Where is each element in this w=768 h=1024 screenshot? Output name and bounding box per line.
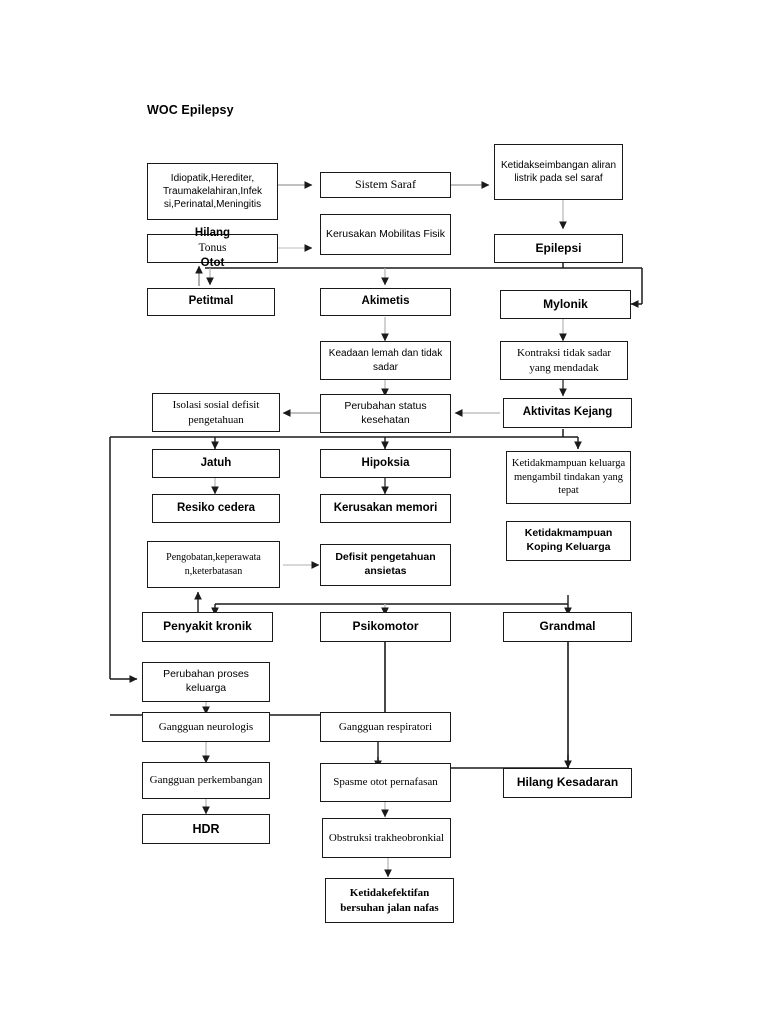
node-kerusakan-memori[interactable]: Kerusakan memori	[320, 494, 451, 523]
node-mylonik[interactable]: Mylonik	[500, 290, 631, 319]
node-defisit-pengetahuan[interactable]: Defisit pengetahuan ansietas	[320, 544, 451, 586]
node-kerusakan-mobilitas[interactable]: Kerusakan Mobilitas Fisik	[320, 214, 451, 255]
node-kontraksi[interactable]: Kontraksi tidak sadar yang mendadak	[500, 341, 628, 380]
node-psikomotor[interactable]: Psikomotor	[320, 612, 451, 642]
node-akimetis[interactable]: Akimetis	[320, 288, 451, 316]
node-sistem-saraf[interactable]: Sistem Saraf	[320, 172, 451, 198]
node-gangguan-neurologis[interactable]: Gangguan neurologis	[142, 712, 270, 742]
node-keadaan-lemah[interactable]: Keadaan lemah dan tidak sadar	[320, 341, 451, 380]
node-perubahan-proses[interactable]: Perubahan proses keluarga	[142, 662, 270, 702]
node-jatuh[interactable]: Jatuh	[152, 449, 280, 478]
node-perubahan-status[interactable]: Perubahan status kesehatan	[320, 394, 451, 433]
node-spasme-otot[interactable]: Spasme otot pernafasan	[320, 763, 451, 802]
node-isolasi-sosial[interactable]: Isolasi sosial defisit pengetahuan	[152, 393, 280, 432]
node-ketidakefektifan[interactable]: Ketidakefektifan bersuhan jalan nafas	[325, 878, 454, 923]
node-pengobatan[interactable]: Pengobatan,keperawata n,keterbatasan	[147, 541, 280, 588]
node-obstruksi[interactable]: Obstruksi trakheobronkial	[322, 818, 451, 858]
node-grandmal[interactable]: Grandmal	[503, 612, 632, 642]
node-ketidakseimbangan[interactable]: Ketidakseimbangan aliran listrik pada se…	[494, 144, 623, 200]
page-title: WOC Epilepsy	[147, 103, 234, 117]
node-hipoksia[interactable]: Hipoksia	[320, 449, 451, 478]
node-epilepsi[interactable]: Epilepsi	[494, 234, 623, 263]
node-hilang-tonus-otot[interactable]: Hilang Tonus Otot	[147, 227, 278, 269]
node-petitmal[interactable]: Petitmal	[147, 288, 275, 316]
node-etiologi[interactable]: Idiopatik,Herediter, Traumakelahiran,Inf…	[147, 163, 278, 220]
node-resiko-cedera[interactable]: Resiko cedera	[152, 494, 280, 523]
node-hilang-kesadaran[interactable]: Hilang Kesadaran	[503, 768, 632, 798]
node-penyakit-kronik[interactable]: Penyakit kronik	[142, 612, 273, 642]
node-gangguan-perkembangan[interactable]: Gangguan perkembangan	[142, 762, 270, 799]
node-ketidakmampuan-koping[interactable]: Ketidakmampuan Koping Keluarga	[506, 521, 631, 561]
node-gangguan-respiratori[interactable]: Gangguan respiratori	[320, 712, 451, 742]
node-aktivitas-kejang[interactable]: Aktivitas Kejang	[503, 398, 632, 428]
node-hdr[interactable]: HDR	[142, 814, 270, 844]
node-ketidakmampuan-keluarga[interactable]: Ketidakmampuan keluarga mengambil tindak…	[506, 451, 631, 504]
